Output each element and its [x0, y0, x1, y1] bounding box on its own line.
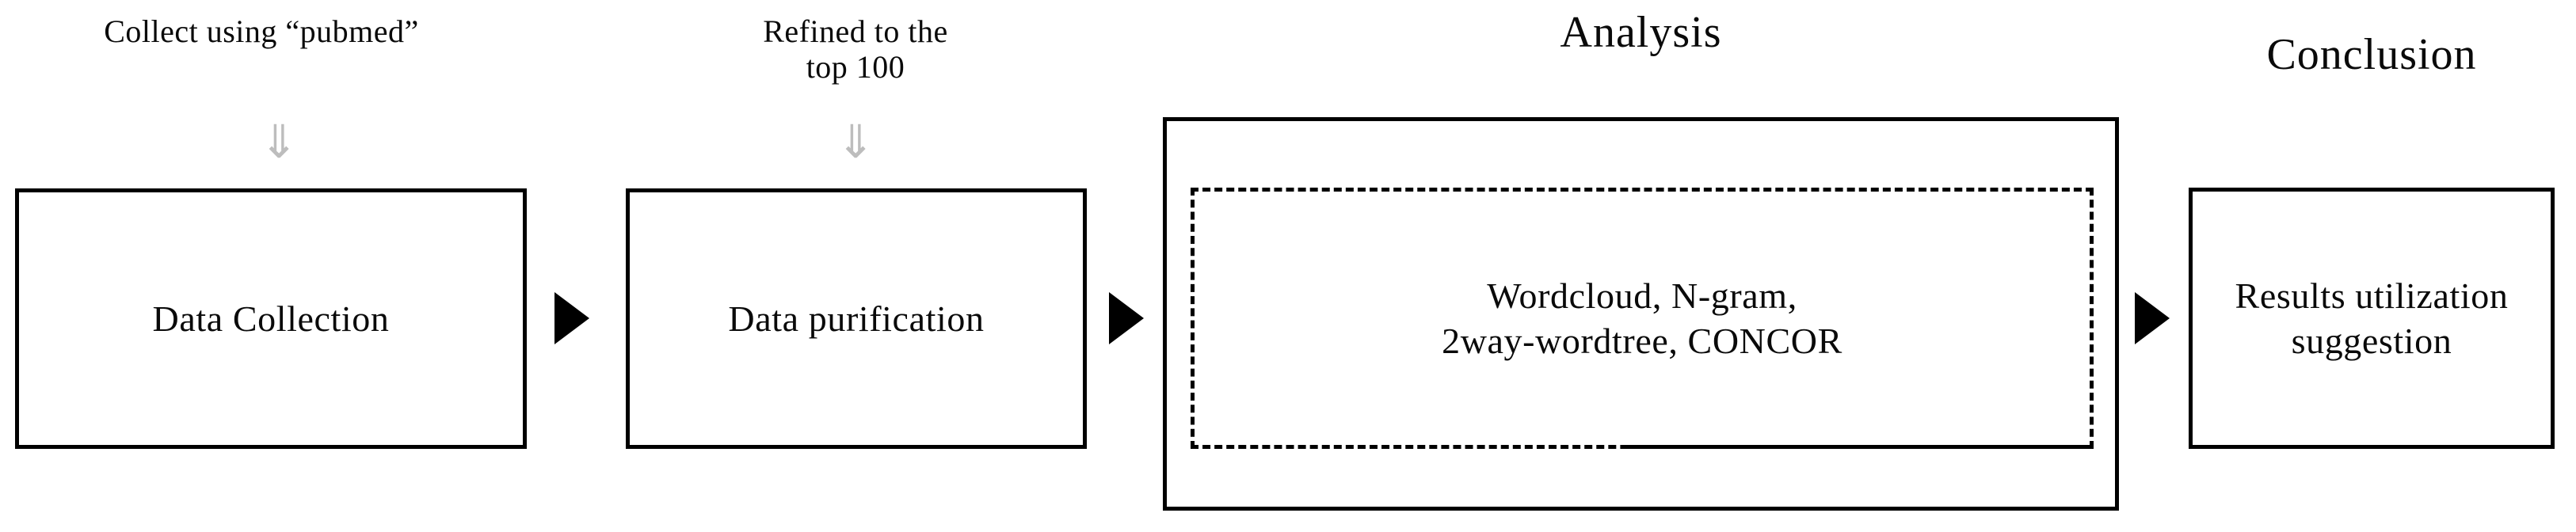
- conclusion-label-line2: suggestion: [2291, 321, 2452, 361]
- conclusion-heading: Conclusion: [2266, 30, 2477, 79]
- data-purification-box[interactable]: Data purification: [626, 188, 1087, 449]
- analysis-methods-line2: 2way-wordtree, CONCOR: [1442, 321, 1842, 361]
- step1-down-arrow-icon: ⇓: [259, 115, 299, 169]
- analysis-bottom-solid-segment: [1624, 445, 2094, 449]
- data-collection-box[interactable]: Data Collection: [15, 188, 527, 449]
- step2-caption-line2: top 100: [806, 48, 905, 85]
- data-purification-label: Data purification: [728, 298, 985, 339]
- connector-arrow-3-icon: [2135, 292, 2170, 344]
- analysis-methods-label: Wordcloud, N-gram, 2way-wordtree, CONCOR: [1442, 273, 1842, 364]
- connector-arrow-1-icon: [554, 292, 589, 344]
- analysis-methods-dashed-box[interactable]: Wordcloud, N-gram, 2way-wordtree, CONCOR: [1191, 188, 2094, 449]
- step2-caption-line1: Refined to the: [763, 13, 948, 49]
- step1-caption: Collect using “pubmed”: [104, 13, 419, 49]
- data-collection-label: Data Collection: [152, 298, 390, 339]
- conclusion-label: Results utilization suggestion: [2235, 273, 2509, 364]
- analysis-heading: Analysis: [1560, 8, 1722, 57]
- conclusion-label-line1: Results utilization: [2235, 275, 2509, 316]
- connector-arrow-2-icon: [1109, 292, 1144, 344]
- step2-down-arrow-icon: ⇓: [836, 115, 875, 169]
- conclusion-box[interactable]: Results utilization suggestion: [2189, 188, 2555, 449]
- step2-caption: Refined to the top 100: [657, 13, 1054, 86]
- analysis-methods-line1: Wordcloud, N-gram,: [1487, 275, 1797, 316]
